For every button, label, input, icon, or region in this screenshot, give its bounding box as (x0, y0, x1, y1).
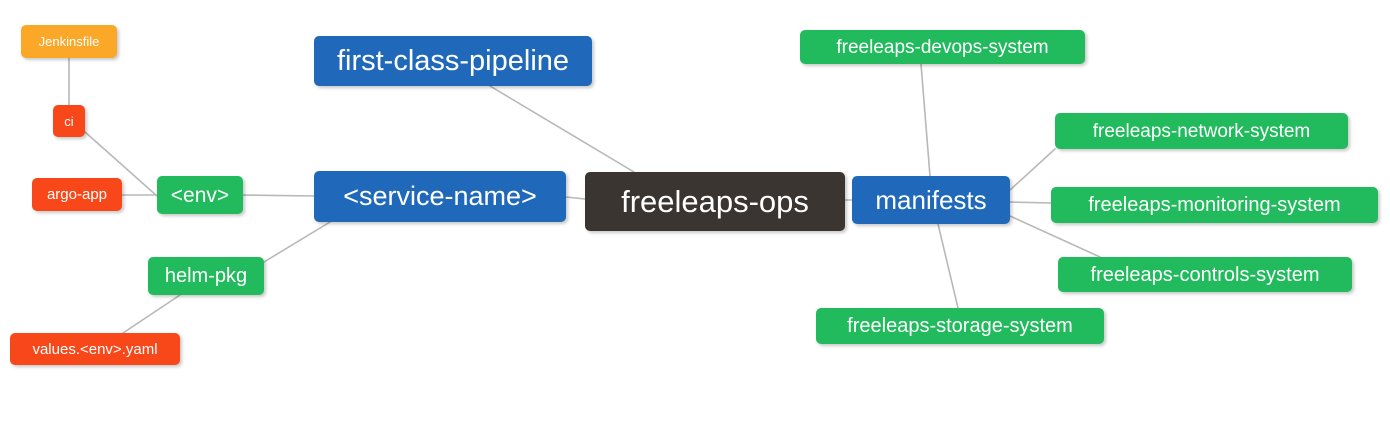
node-label: argo-app (46, 186, 108, 203)
mindmap-node-freeleaps-monitoring-system[interactable]: freeleaps-monitoring-system (1051, 187, 1378, 223)
mindmap-node-freeleaps-devops-system[interactable]: freeleaps-devops-system (800, 30, 1085, 64)
mindmap-node-values-yaml[interactable]: values.<env>.yaml (10, 333, 180, 365)
mindmap-node-jenkinsfile[interactable]: Jenkinsfile (21, 25, 117, 58)
mindmap-node-env[interactable]: <env> (157, 176, 243, 214)
node-label: manifests (875, 185, 987, 215)
node-label: Jenkinsfile (38, 34, 100, 49)
mindmap-node-first-class-pipeline[interactable]: first-class-pipeline (314, 36, 592, 86)
node-label: first-class-pipeline (336, 44, 570, 77)
mindmap-node-service-name[interactable]: <service-name> (314, 171, 566, 222)
mindmap-edge (565, 196, 586, 200)
mindmap-node-helm-pkg[interactable]: helm-pkg (148, 257, 264, 295)
mindmap-edge (920, 63, 931, 177)
node-label: freeleaps-devops-system (836, 36, 1049, 58)
node-label: <env> (170, 183, 230, 207)
mindmap-edge (242, 194, 315, 197)
mindmap-node-manifests[interactable]: manifests (852, 176, 1010, 224)
node-label: freeleaps-ops (621, 184, 809, 219)
mindmap-node-freeleaps-controls-system[interactable]: freeleaps-controls-system (1058, 257, 1352, 292)
mindmap-edge (122, 294, 181, 334)
mindmap-node-freeleaps-ops[interactable]: freeleaps-ops (585, 172, 845, 231)
node-label: freeleaps-monitoring-system (1088, 194, 1341, 216)
mindmap-node-ci[interactable]: ci (53, 105, 85, 137)
node-label: helm-pkg (164, 265, 248, 287)
mindmap-edge (263, 221, 331, 263)
mindmap-edge (1009, 201, 1052, 204)
node-label: freeleaps-storage-system (847, 315, 1073, 337)
node-label: values.<env>.yaml (32, 340, 158, 358)
node-label: freeleaps-network-system (1092, 120, 1311, 142)
mindmap-edge (1009, 148, 1056, 191)
node-label: <service-name> (343, 181, 537, 211)
mindmap-edge (937, 223, 959, 309)
mindmap-edge (489, 85, 635, 173)
mindmap-node-freeleaps-storage-system[interactable]: freeleaps-storage-system (816, 308, 1104, 344)
mindmap-node-freeleaps-network-system[interactable]: freeleaps-network-system (1055, 113, 1348, 149)
mindmap-node-argo-app[interactable]: argo-app (32, 178, 122, 211)
node-label: ci (64, 113, 74, 129)
node-label: freeleaps-controls-system (1090, 263, 1320, 286)
